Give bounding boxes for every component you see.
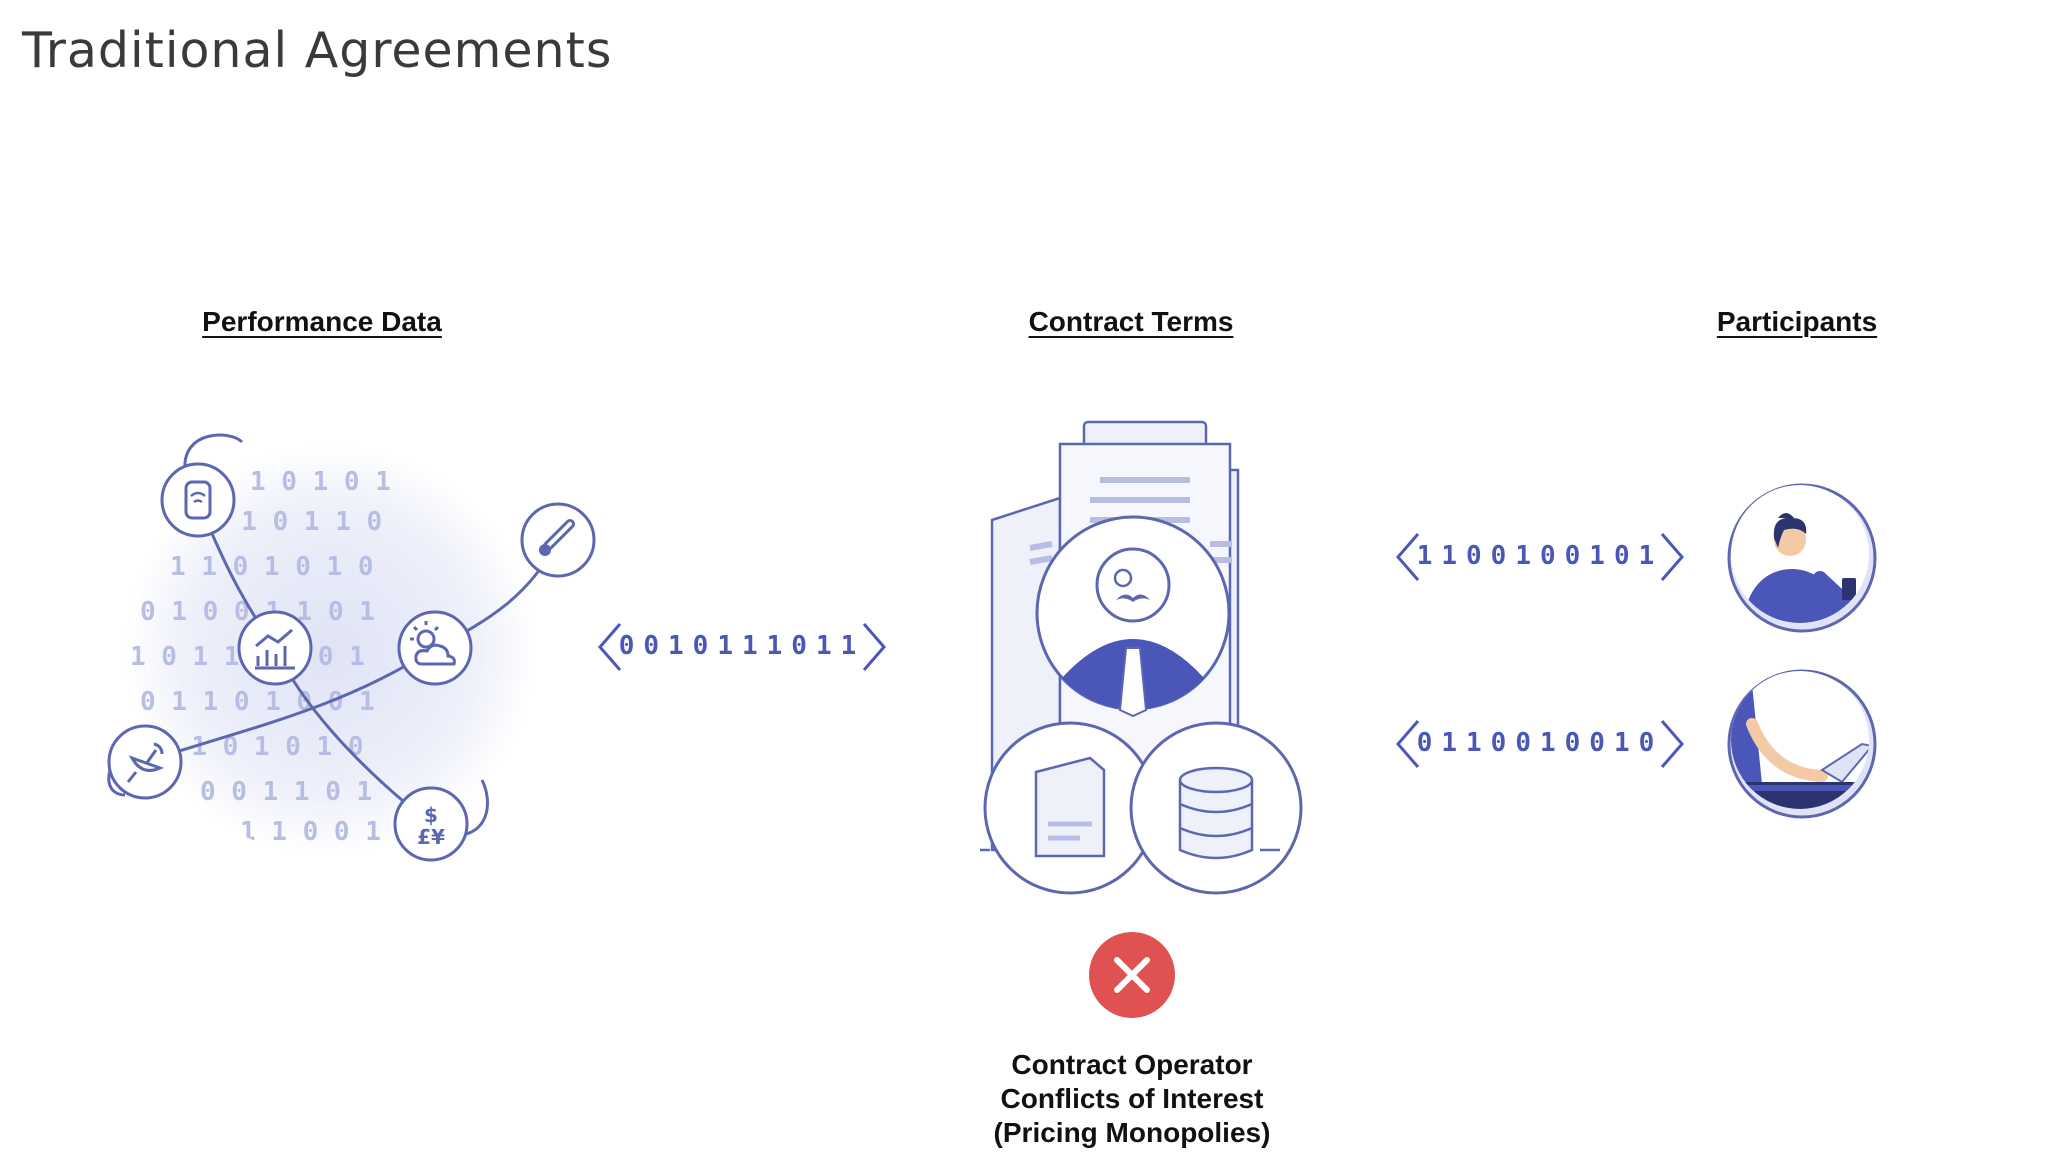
globe-digits-row: 1 1 0 0 1 (240, 817, 381, 847)
database-icon (1129, 721, 1303, 895)
watch-icon (160, 462, 236, 538)
globe-digits-row: 0 1 1 0 1 0 0 1 (140, 687, 375, 717)
binary-stream-participant-bottom: 0110010010 (1416, 728, 1664, 758)
person-with-laptop-icon (1727, 669, 1877, 819)
caption-line: Contract Operator (1011, 1049, 1253, 1080)
currency-icon: $ £¥ (393, 786, 469, 862)
performance-data-heading: Performance Data (202, 306, 442, 337)
close-icon (1089, 932, 1175, 1018)
chart-icon (237, 610, 313, 686)
globe-digits-row: 0 1 0 1 1 0 (210, 507, 382, 537)
left-bracket-icon (1396, 533, 1420, 581)
globe-digits-row: 1 0 1 0 1 (250, 467, 391, 497)
svg-text:$: $ (424, 803, 438, 827)
conflict-caption: Contract Operator Conflicts of Interest … (872, 1048, 1392, 1150)
right-bracket-icon (1660, 720, 1684, 768)
binary-stream-participant-top: 1100100101 (1416, 541, 1664, 571)
caption-line: (Pricing Monopolies) (993, 1117, 1271, 1148)
contract-terms-heading: Contract Terms (1028, 306, 1234, 337)
left-bracket-icon (598, 623, 622, 671)
globe-illustration: 1 0 1 0 1 0 1 0 1 1 0 1 1 0 1 0 1 0 0 1 … (107, 433, 596, 862)
person-with-phone-icon (1727, 483, 1877, 633)
page-title: Traditional Agreements (22, 22, 613, 79)
satellite-dish-icon (107, 724, 183, 800)
left-bracket-icon (1396, 720, 1420, 768)
contract-illustration (980, 420, 1303, 895)
caption-line: Conflicts of Interest (1000, 1083, 1264, 1114)
document-icon (983, 721, 1157, 895)
thermometer-icon (520, 502, 596, 578)
right-bracket-icon (1660, 533, 1684, 581)
binary-stream-performance: 0010111011 (618, 631, 866, 661)
businessman-avatar-icon (1035, 515, 1231, 718)
participants-heading: Participants (1716, 306, 1878, 337)
globe-digits-row: 0 0 1 1 0 1 (200, 777, 372, 807)
globe-sphere (125, 445, 535, 855)
right-bracket-icon (862, 623, 886, 671)
globe-digits-row: 1 1 0 1 0 1 0 (170, 552, 374, 582)
svg-text:£¥: £¥ (417, 825, 445, 849)
weather-icon (397, 610, 473, 686)
